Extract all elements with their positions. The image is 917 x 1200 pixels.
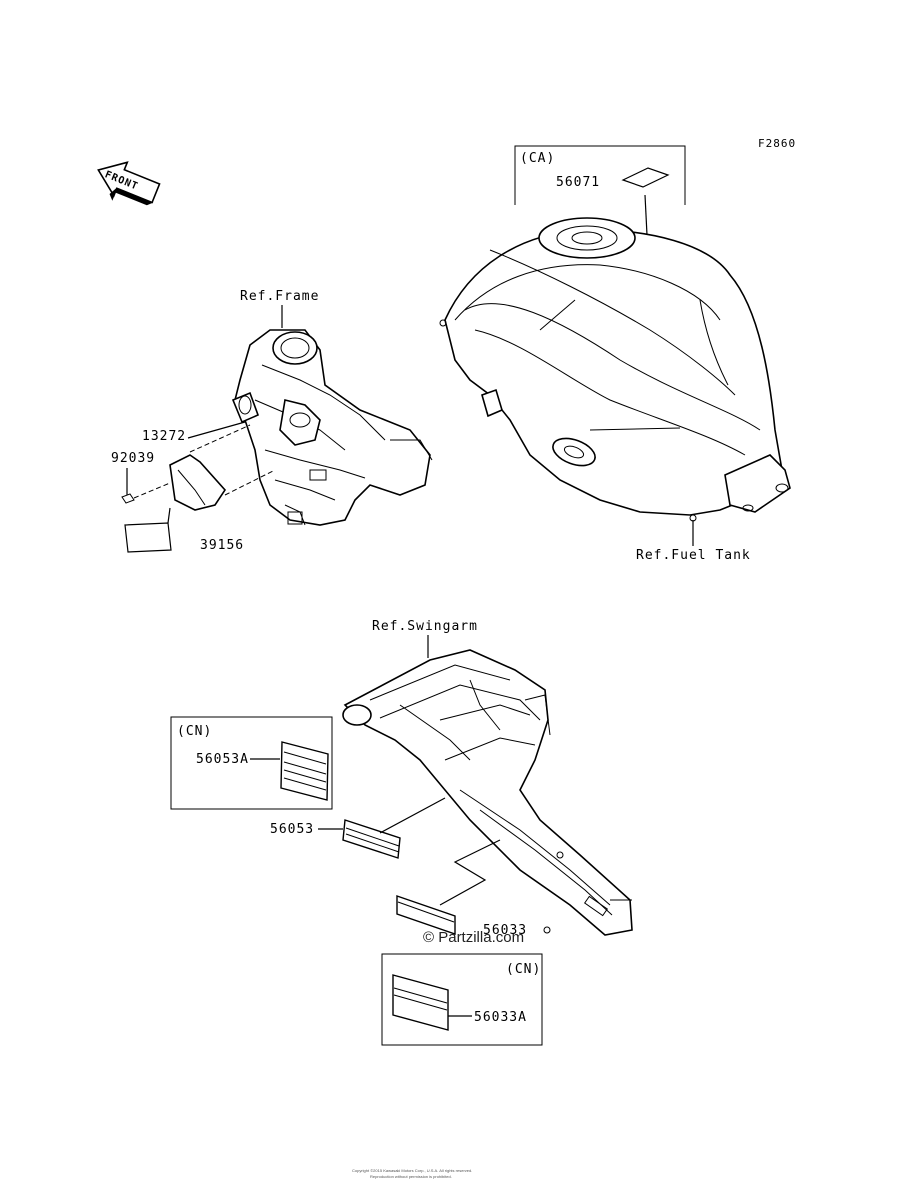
cn-bottom-box-label: (CN) [506,962,541,977]
label-56033A-sticker [392,974,449,1031]
part-56071-label: 56071 [556,175,600,190]
leader-92039-b [133,482,171,499]
ref-swingarm: Ref.Swingarm [372,619,478,634]
label-56033-sticker [396,895,456,935]
ref-fuel-tank: Ref.Fuel Tank [636,548,751,563]
ca-box [514,145,686,205]
part-56033-label: 56033 [483,923,527,938]
part-56033A-label: 56033A [474,1010,527,1025]
part-92039-label: 92039 [111,451,155,466]
part-13272-label: 13272 [142,429,186,444]
leader-13272 [189,424,251,453]
screw-92039-icon [121,493,135,504]
frame-drawing [231,329,433,526]
part-39156-label: 39156 [200,538,244,553]
leader-56053-b [379,797,446,834]
watermark: © Partzilla.com [423,929,524,946]
swingarm-drawing [342,649,633,936]
reflector-56053A-icon [280,741,329,801]
front-arrow-icon: FRONT [97,161,161,206]
footer-line1: Copyright ©2015 Kawasaki Motors Corp., U… [352,1168,472,1173]
bracket-13272-drawing [169,454,227,511]
label-56071-sticker [621,167,670,188]
part-56053A-label: 56053A [196,752,249,767]
cn-left-box-label: (CN) [177,724,212,739]
ca-box-label: (CA) [520,151,555,166]
footer-line2: Reproduction without permission is prohi… [370,1174,452,1179]
figure-code: F2860 [758,137,796,150]
leader-39156 [167,507,171,524]
reflector-56053-icon [342,819,401,859]
leader-13272-c [187,421,246,439]
cn-left-box [170,716,333,810]
leader-13272-b [224,469,276,496]
ref-frame: Ref.Frame [240,289,319,304]
cn-bottom-box [381,953,543,1046]
part-56053-label: 56053 [270,822,314,837]
label-39156-sticker [124,522,172,553]
fuel-tank-drawing [439,217,791,522]
leader-56033-zigzag [439,839,501,906]
